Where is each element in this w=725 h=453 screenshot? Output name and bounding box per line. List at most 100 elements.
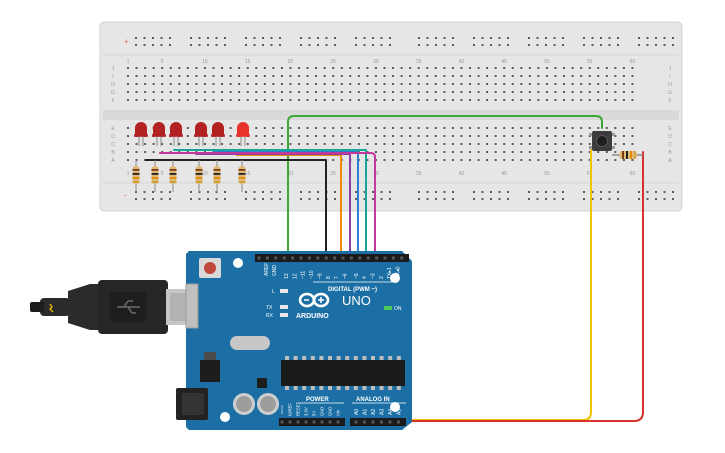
breadboard-hole[interactable] (263, 75, 266, 77)
breadboard-hole[interactable] (477, 91, 480, 93)
breadboard-hole[interactable] (434, 135, 437, 137)
rail-hole[interactable] (279, 198, 281, 200)
breadboard-hole[interactable] (255, 67, 258, 69)
wire-teal-pin4[interactable] (173, 149, 367, 256)
breadboard-hole[interactable] (323, 83, 326, 85)
breadboard-hole[interactable] (349, 143, 352, 145)
resistor[interactable] (213, 160, 221, 192)
breadboard-hole[interactable] (383, 135, 386, 137)
breadboard-hole[interactable] (563, 83, 566, 85)
rail-hole[interactable] (215, 37, 218, 39)
rail-hole[interactable] (498, 44, 501, 46)
breadboard-hole[interactable] (161, 143, 164, 145)
breadboard-hole[interactable] (614, 67, 617, 69)
breadboard-hole[interactable] (503, 91, 506, 93)
breadboard-hole[interactable] (374, 67, 377, 69)
rail-hole[interactable] (435, 191, 437, 193)
breadboard-hole[interactable] (545, 67, 548, 69)
breadboard-hole[interactable] (477, 135, 480, 137)
breadboard-hole[interactable] (169, 75, 172, 77)
wire-magenta-pin3[interactable] (159, 152, 376, 256)
breadboard-hole[interactable] (340, 67, 343, 69)
breadboard-hole[interactable] (631, 83, 634, 85)
breadboard-hole[interactable] (289, 75, 292, 77)
breadboard-hole[interactable] (263, 99, 266, 101)
rail-hole[interactable] (389, 191, 391, 193)
breadboard-hole[interactable] (409, 135, 412, 137)
breadboard-hole[interactable] (221, 143, 224, 145)
breadboard-hole[interactable] (383, 151, 386, 153)
breadboard-hole[interactable] (605, 91, 608, 93)
breadboard-hole[interactable] (426, 75, 429, 77)
breadboard-hole[interactable] (571, 75, 574, 77)
breadboard-hole[interactable] (315, 99, 318, 101)
rail-hole[interactable] (190, 44, 192, 46)
breadboard-hole[interactable] (229, 91, 232, 93)
breadboard-hole[interactable] (545, 135, 548, 137)
breadboard-hole[interactable] (597, 67, 600, 69)
rail-hole[interactable] (190, 198, 192, 200)
breadboard-hole[interactable] (563, 99, 566, 101)
breadboard-hole[interactable] (503, 159, 506, 161)
breadboard-hole[interactable] (366, 159, 369, 161)
breadboard-hole[interactable] (255, 91, 258, 93)
breadboard-hole[interactable] (315, 75, 318, 77)
rail-hole[interactable] (617, 191, 619, 193)
breadboard-hole[interactable] (400, 127, 403, 129)
breadboard-hole[interactable] (443, 127, 446, 129)
breadboard-hole[interactable] (622, 91, 625, 93)
breadboard-hole[interactable] (622, 143, 625, 145)
rail-hole[interactable] (300, 44, 302, 46)
rail-hole[interactable] (435, 198, 437, 200)
breadboard-hole[interactable] (409, 67, 412, 69)
rail-hole[interactable] (528, 191, 530, 193)
rail-hole[interactable] (545, 37, 547, 39)
breadboard-hole[interactable] (195, 99, 198, 101)
rail-hole[interactable] (443, 198, 446, 200)
rail-hole[interactable] (498, 191, 501, 193)
breadboard-hole[interactable] (503, 151, 506, 153)
breadboard-hole[interactable] (212, 91, 215, 93)
breadboard-hole[interactable] (434, 67, 437, 69)
breadboard-hole[interactable] (203, 75, 206, 77)
breadboard-hole[interactable] (417, 83, 420, 85)
breadboard-hole[interactable] (332, 67, 335, 69)
rail-hole[interactable] (507, 37, 509, 39)
rail-hole[interactable] (279, 37, 281, 39)
breadboard-hole[interactable] (563, 135, 566, 137)
breadboard-hole[interactable] (528, 127, 531, 129)
breadboard-hole[interactable] (563, 143, 566, 145)
rail-hole[interactable] (452, 44, 454, 46)
breadboard-hole[interactable] (332, 91, 335, 93)
breadboard-hole[interactable] (451, 75, 454, 77)
breadboard-hole[interactable] (280, 135, 283, 137)
rail-hole[interactable] (160, 191, 163, 193)
rail-hole[interactable] (245, 191, 247, 193)
breadboard-hole[interactable] (127, 75, 129, 77)
breadboard-hole[interactable] (580, 83, 583, 85)
breadboard-hole[interactable] (144, 67, 147, 69)
breadboard-hole[interactable] (631, 127, 634, 129)
breadboard-hole[interactable] (417, 75, 420, 77)
breadboard-hole[interactable] (417, 135, 420, 137)
rail-hole[interactable] (169, 198, 171, 200)
rail-hole[interactable] (608, 44, 611, 46)
rail-hole[interactable] (190, 37, 192, 39)
breadboard-hole[interactable] (443, 75, 446, 77)
breadboard-hole[interactable] (272, 75, 275, 77)
breadboard-hole[interactable] (520, 135, 523, 137)
breadboard-hole[interactable] (392, 143, 395, 145)
rail-hole[interactable] (617, 198, 619, 200)
breadboard-hole[interactable] (298, 75, 300, 77)
breadboard-hole[interactable] (186, 99, 189, 101)
breadboard-hole[interactable] (366, 99, 369, 101)
rail-hole[interactable] (591, 37, 594, 39)
breadboard-hole[interactable] (263, 67, 266, 69)
breadboard-hole[interactable] (597, 83, 600, 85)
breadboard-hole[interactable] (520, 159, 523, 161)
rail-hole[interactable] (308, 191, 311, 193)
rail-hole[interactable] (507, 191, 509, 193)
breadboard-hole[interactable] (340, 75, 343, 77)
rail-hole[interactable] (490, 44, 492, 46)
breadboard-hole[interactable] (417, 151, 420, 153)
